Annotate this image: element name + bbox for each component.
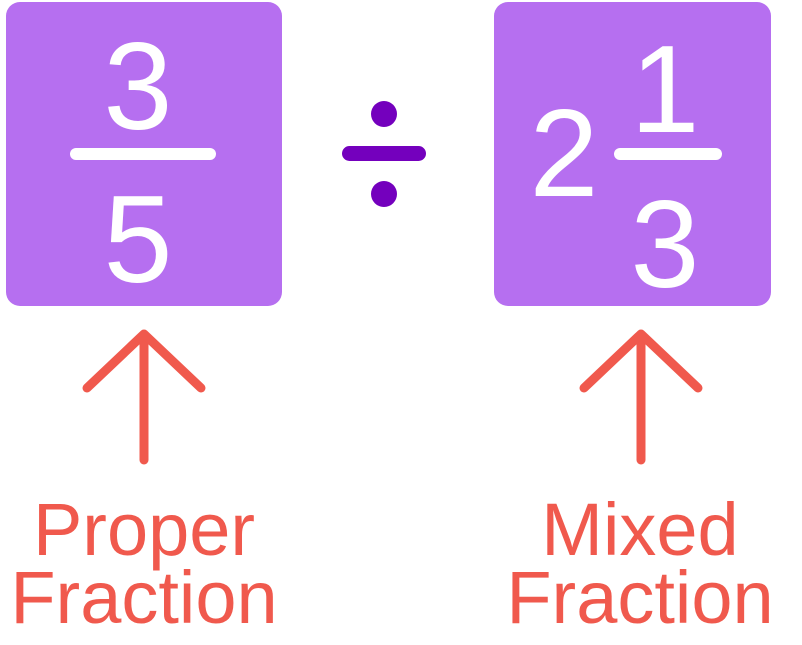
arrow-up-icon [82,329,206,465]
mixed-fraction-denominator: 3 [630,176,700,314]
mixed-fraction-bar [614,148,722,160]
arrow-up-icon [579,329,703,465]
proper-fraction-label-line1: Proper [32,488,256,571]
proper-fraction-label: Proper Fraction [0,488,288,639]
proper-fraction-denominator: 5 [103,171,173,309]
mixed-fraction-numerator: 1 [630,21,700,159]
mixed-fraction-label: Mixed Fraction [490,488,790,639]
mixed-fraction-whole: 2 [529,85,599,223]
mixed-fraction-label-line1: Mixed [541,488,739,571]
divide-icon [342,101,426,207]
proper-fraction-bar [70,148,216,160]
mixed-fraction-label-line2: Fraction [506,556,774,639]
proper-fraction-numerator: 3 [103,18,173,156]
proper-fraction-label-line2: Fraction [10,556,278,639]
